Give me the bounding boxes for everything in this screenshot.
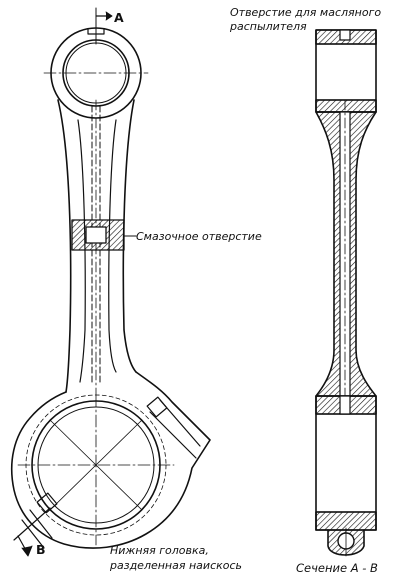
oil-hole-label-line1: Отверстие для масляного	[230, 6, 382, 19]
big-end-label-line2: разделенная наискось	[110, 559, 243, 572]
shank-outline-right	[122, 99, 137, 373]
section-mark-bottom: В	[36, 542, 46, 557]
lube-hole-label: Смазочное отверстие	[136, 230, 262, 243]
section-caption: Сечение А - В	[296, 561, 378, 575]
section-mark-top: А	[114, 10, 124, 25]
big-end-outer	[10, 371, 211, 549]
oil-hole-label-line2: распылителя	[230, 20, 307, 33]
section-view	[315, 29, 377, 557]
shank-outline-left	[57, 99, 72, 393]
front-view	[10, 7, 211, 557]
big-end-label-line1: Нижняя головка,	[110, 544, 209, 557]
